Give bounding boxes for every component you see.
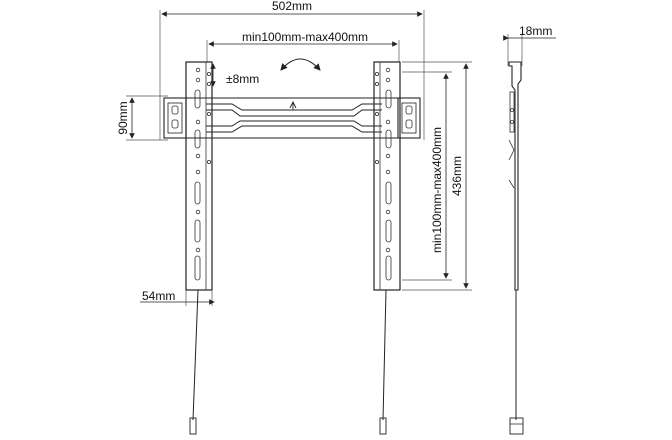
dim-vertical-spacing: min100mm-max400mm: [402, 71, 452, 281]
label-overall-width: 502mm: [272, 0, 312, 13]
left-arm: [185, 61, 213, 435]
label-tilt-adjust: ±8mm: [226, 72, 259, 86]
label-horizontal-spacing: min100mm-max400mm: [242, 30, 368, 44]
dim-tilt-adjust: ±8mm: [210, 63, 259, 87]
side-view: 18mm: [503, 24, 556, 435]
label-arm-length: 436mm: [450, 156, 464, 196]
label-wall-gap: 18mm: [519, 24, 552, 38]
label-vertical-spacing: min100mm-max400mm: [430, 127, 444, 253]
dim-overall-width: 502mm: [159, 0, 425, 140]
dim-horizontal-spacing: min100mm-max400mm: [206, 30, 400, 62]
dim-bracket-height: 90mm: [116, 95, 168, 141]
wall-plate: [163, 97, 421, 139]
right-arm: [373, 61, 401, 435]
dim-arm-length: 436mm: [402, 61, 472, 291]
label-arm-width: 54mm: [142, 289, 175, 303]
rotate-arrow-icon: [280, 58, 321, 71]
label-bracket-height: 90mm: [116, 101, 130, 134]
dim-arm-width: 54mm: [140, 289, 215, 306]
